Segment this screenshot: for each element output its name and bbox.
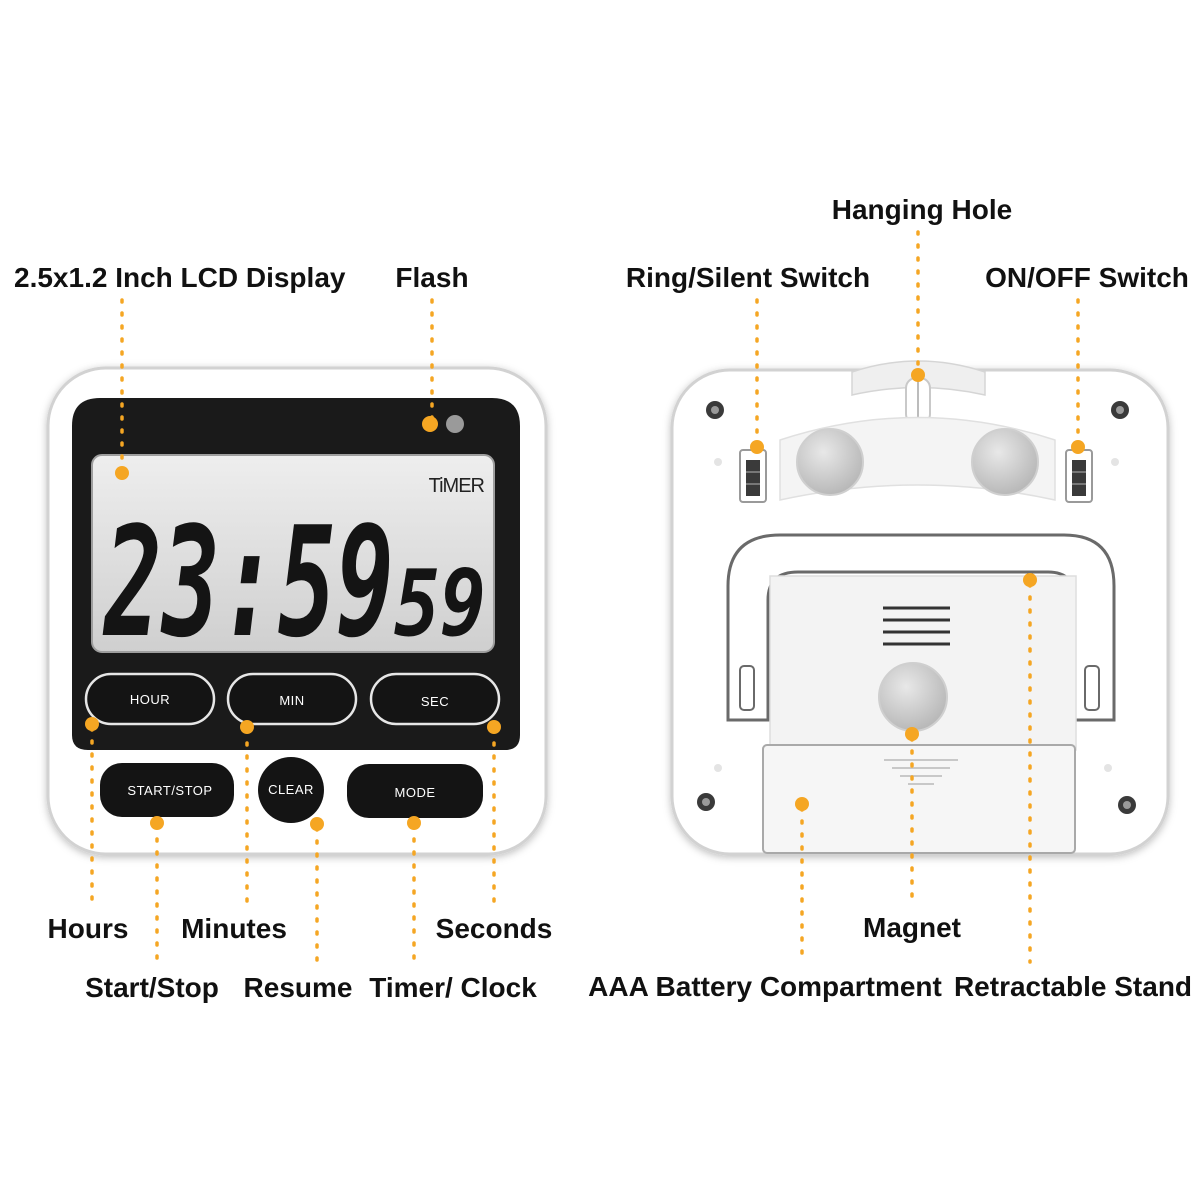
callout-flash: Flash — [395, 262, 468, 293]
back-round-button-left[interactable] — [796, 428, 864, 496]
callout-dots — [85, 368, 1085, 831]
callout-on-off-switch: ON/OFF Switch — [985, 262, 1189, 293]
callout-hours: Hours — [48, 913, 129, 944]
callout-minutes: Minutes — [181, 913, 287, 944]
callout-leaders — [90, 230, 1080, 964]
callout-battery-compartment: AAA Battery Compartment — [588, 971, 942, 1002]
callout-seconds: Seconds — [436, 913, 553, 944]
callout-lcd-display: 2.5x1.2 Inch LCD Display — [14, 262, 346, 293]
mode-button[interactable]: MODE — [347, 764, 483, 818]
callout-retractable-stand: Retractable Stand — [954, 971, 1192, 1002]
clear-button-label: CLEAR — [268, 782, 314, 797]
back-round-button-right[interactable] — [971, 428, 1039, 496]
battery-compartment[interactable] — [762, 744, 1076, 854]
back-timer — [670, 360, 1170, 856]
magnet — [878, 662, 948, 732]
screw-bottom-left — [697, 793, 715, 811]
callout-magnet: Magnet — [863, 912, 961, 943]
callout-timer-clock: Timer/ Clock — [369, 972, 537, 1003]
callout-start-stop: Start/Stop — [85, 972, 219, 1003]
front-timer: TiMER 23:59 59 HOUR MIN SEC START/STOP C… — [46, 366, 548, 856]
min-button[interactable]: MIN — [226, 672, 358, 726]
speaker-grille — [883, 606, 950, 646]
start-stop-button-label: START/STOP — [127, 783, 212, 798]
screw-top-left — [706, 401, 724, 419]
mode-button-label: MODE — [395, 785, 436, 800]
screw-bottom-right — [1118, 796, 1136, 814]
sec-button[interactable]: SEC — [369, 672, 501, 726]
on-off-switch[interactable] — [1065, 449, 1093, 503]
lcd-seconds: 59 — [394, 550, 486, 657]
lcd-screen — [91, 454, 495, 653]
start-stop-button[interactable]: START/STOP — [100, 763, 234, 817]
sec-button-label: SEC — [421, 694, 449, 709]
lcd-mode-label: TiMER — [429, 475, 485, 497]
hour-button-label: HOUR — [130, 692, 170, 707]
callout-resume: Resume — [244, 972, 353, 1003]
clear-button[interactable]: CLEAR — [258, 757, 324, 823]
callout-ring-silent-switch: Ring/Silent Switch — [626, 262, 870, 293]
hour-button[interactable]: HOUR — [84, 672, 216, 726]
flash-led-grey — [446, 415, 464, 433]
callout-hanging-hole: Hanging Hole — [832, 194, 1012, 225]
ring-silent-switch[interactable] — [739, 449, 767, 503]
battery-cover-arrow — [884, 759, 958, 785]
screw-top-right — [1111, 401, 1129, 419]
min-button-label: MIN — [279, 693, 304, 708]
lcd-main-time: 23:59 — [102, 494, 394, 671]
